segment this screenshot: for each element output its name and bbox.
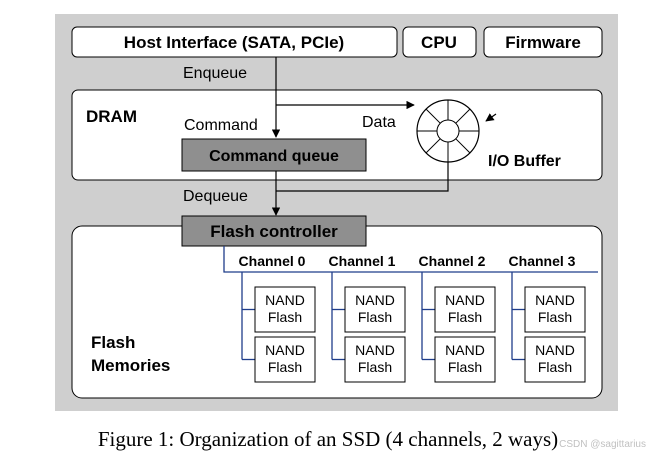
nand-chip-2-1-text-1: Flash bbox=[448, 359, 482, 375]
nand-chip-1-0-text-1: Flash bbox=[358, 309, 392, 325]
channel-3-label: Channel 3 bbox=[509, 253, 576, 269]
host-interface-label: Host Interface (SATA, PCIe) bbox=[124, 33, 344, 52]
nand-chip-3-1-text-1: Flash bbox=[538, 359, 572, 375]
channel-2-label: Channel 2 bbox=[419, 253, 486, 269]
nand-chip-0-0-text-0: NAND bbox=[265, 292, 305, 308]
nand-chip-0-1-text-0: NAND bbox=[265, 342, 305, 358]
nand-chip-1-1 bbox=[344, 336, 406, 383]
nand-chip-1-0 bbox=[344, 286, 406, 333]
io-buffer-label: I/O Buffer bbox=[488, 153, 561, 170]
nand-chip-0-0 bbox=[254, 286, 316, 333]
nand-chip-1-1-text-1: Flash bbox=[358, 359, 392, 375]
nand-chip-0-1-text-1: Flash bbox=[268, 359, 302, 375]
firmware-label: Firmware bbox=[505, 33, 581, 52]
nand-chip-2-1-text-0: NAND bbox=[445, 342, 485, 358]
command-queue-box bbox=[181, 138, 367, 172]
data-label: Data bbox=[362, 114, 396, 131]
flash-controller-label: Flash controller bbox=[210, 222, 338, 241]
nand-chip-3-1 bbox=[524, 336, 586, 383]
nand-chip-2-1 bbox=[434, 336, 496, 383]
command-label: Command bbox=[184, 117, 258, 134]
channel-0-label: Channel 0 bbox=[239, 253, 306, 269]
cpu-label: CPU bbox=[421, 33, 457, 52]
figure-caption: Figure 1: Organization of an SSD (4 chan… bbox=[98, 427, 558, 451]
nand-chip-3-1-text-0: NAND bbox=[535, 342, 575, 358]
cpu-box bbox=[402, 26, 477, 58]
buffer-to-controller-line bbox=[276, 162, 449, 192]
channel-1-label: Channel 1 bbox=[329, 253, 396, 269]
io-buffer-pointer-arrow bbox=[485, 113, 497, 122]
channel-bus bbox=[223, 246, 598, 273]
dequeue-label: Dequeue bbox=[183, 188, 248, 205]
nand-chip-2-0 bbox=[434, 286, 496, 333]
nand-chip-1-0-text-0: NAND bbox=[355, 292, 395, 308]
nand-chip-3-0-text-1: Flash bbox=[538, 309, 572, 325]
nand-chip-0-0-text-1: Flash bbox=[268, 309, 302, 325]
nand-chip-1-1-text-0: NAND bbox=[355, 342, 395, 358]
flash-memories-label-line2: Memories bbox=[91, 356, 170, 375]
host-interface-box bbox=[71, 26, 398, 58]
enqueue-label: Enqueue bbox=[183, 65, 247, 82]
io-buffer-ring bbox=[416, 99, 480, 163]
command-queue-label: Command queue bbox=[209, 148, 339, 165]
nand-chip-2-0-text-0: NAND bbox=[445, 292, 485, 308]
flash-controller-box bbox=[181, 215, 367, 247]
nand-chip-3-0 bbox=[524, 286, 586, 333]
firmware-box bbox=[483, 26, 603, 58]
dram-label: DRAM bbox=[86, 107, 137, 126]
flash-memories-label-line1: Flash bbox=[91, 333, 135, 352]
nand-chip-2-0-text-1: Flash bbox=[448, 309, 482, 325]
nand-chip-0-1 bbox=[254, 336, 316, 383]
watermark: CSDN @sagittarius bbox=[559, 439, 646, 450]
nand-chip-3-0-text-0: NAND bbox=[535, 292, 575, 308]
